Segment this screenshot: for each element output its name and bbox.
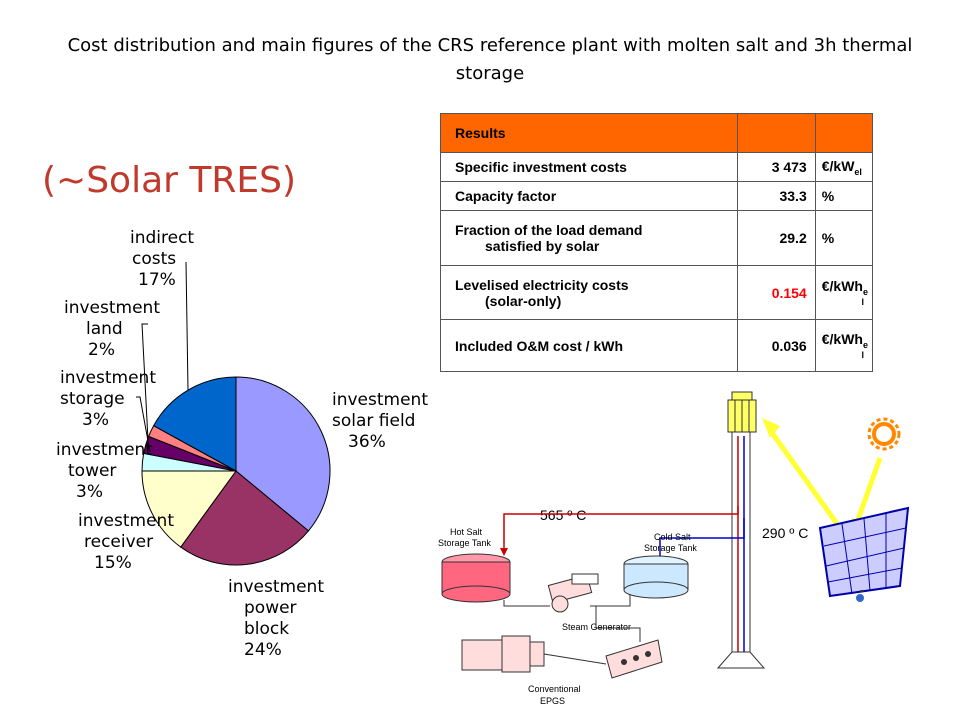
- table-row: Levelised electricity costs (solar-only)…: [439, 265, 874, 320]
- label-receiver: investment receiver 15%: [78, 511, 174, 573]
- hot-tank-label-2: Storage Tank: [438, 538, 491, 548]
- hot-tank-icon: [441, 553, 511, 603]
- temp-cold-label: 290 º C: [762, 525, 808, 541]
- epgs-label-2: EPGS: [540, 696, 565, 706]
- plant-schematic: 565 º C 290 º C Hot Salt Storage Tank Co…: [438, 391, 910, 706]
- table-row: Fraction of the load demand satisfied by…: [439, 210, 874, 266]
- tower-icon: [731, 431, 751, 653]
- results-header: Results: [439, 113, 739, 153]
- table-row: Included O&M cost / kWh 0.036 €/kWhe l: [439, 319, 874, 372]
- pie-slices: [136, 261, 331, 566]
- hot-tank-label: Hot Salt: [450, 527, 483, 537]
- condenser-icon: [605, 639, 663, 679]
- pie-slice-indirect-costs: [152, 376, 237, 472]
- pie-slice-investment-receiver: [141, 470, 237, 548]
- sun-icon: [867, 417, 901, 451]
- turbine-icon: [461, 635, 545, 673]
- receiver-icon: [727, 391, 757, 433]
- leader-line: [185, 261, 189, 391]
- leader-line: [141, 323, 149, 441]
- cold-tank-label: Cold Salt: [654, 532, 691, 542]
- label-tower: investment tower 3%: [56, 440, 152, 502]
- cold-tank-label-2: Storage Tank: [644, 543, 697, 553]
- label-land: investment land 2%: [64, 298, 160, 360]
- pie-slice-investment-power-block: [180, 470, 310, 566]
- cold-tank-icon: [623, 555, 689, 599]
- results-table: Results Specific investment costs 3 473 …: [439, 113, 874, 372]
- label-storage: investment storage 3%: [60, 368, 156, 430]
- table-row: Specific investment costs 3 473 €/kWel: [439, 152, 874, 182]
- steam-generator-icon: [547, 573, 599, 613]
- epgs-label: Conventional: [528, 684, 581, 694]
- temp-hot-label: 565 º C: [540, 507, 586, 523]
- steam-generator-label: Steam Generator: [562, 622, 631, 632]
- plant-subtitle: (~Solar TRES): [42, 160, 297, 201]
- label-solar-field: investment solar field 36%: [332, 390, 428, 452]
- pie-chart: [136, 261, 331, 566]
- label-power-block: investment power block 24%: [228, 577, 324, 660]
- label-indirect-costs: indirect costs 17%: [130, 228, 195, 290]
- heliostat-icon: [818, 506, 910, 602]
- page-title: Cost distribution and main figures of th…: [67, 35, 913, 84]
- results-header-row: Results: [439, 113, 874, 153]
- table-row: Capacity factor 33.3 %: [439, 181, 874, 211]
- leader-line: [136, 396, 151, 453]
- pie-slice-investment-solar-field: [235, 376, 331, 532]
